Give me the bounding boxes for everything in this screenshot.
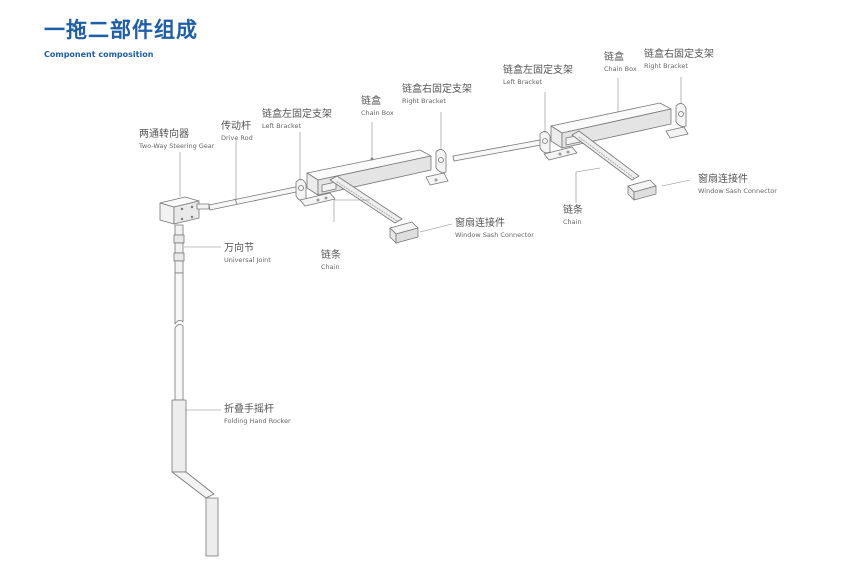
label-universal-joint-zh: 万向节 [224, 243, 254, 254]
label-chain-1: 链条 Chain [321, 251, 341, 271]
label-left-bracket-1-zh: 链盒左固定支架 [262, 109, 332, 120]
right-bracket-2 [665, 103, 689, 139]
chain-box-2 [550, 102, 672, 149]
folding-hand-rocker [171, 272, 219, 557]
label-chain-2-zh: 链条 [563, 205, 583, 216]
label-right-bracket-2: 链盒右固定支架 Right Bracket [644, 50, 714, 70]
label-sash-connector-1: 窗扇连接件 Window Sash Connector [455, 219, 534, 239]
label-drive-rod-en: Drive Rod [221, 134, 253, 142]
label-steering-gear-en: Two-Way Steering Gear [139, 142, 215, 150]
chain-1 [329, 175, 403, 224]
leader-lines [179, 77, 691, 411]
label-universal-joint: 万向节 Universal Joint [224, 244, 271, 264]
label-drive-rod: 传动杆 Drive Rod [221, 122, 253, 142]
drive-rod [208, 185, 302, 211]
label-chain-box-2-zh: 链盒 [604, 52, 624, 63]
label-steering-gear-zh: 两通转向器 [139, 129, 189, 140]
label-right-bracket-2-zh: 链盒右固定支架 [644, 49, 714, 60]
label-chain-box-1: 链盒 Chain Box [361, 97, 394, 117]
label-left-bracket-2-en: Left Bracket [503, 78, 543, 86]
label-chain-box-1-en: Chain Box [361, 109, 394, 117]
label-left-bracket-2: 链盒左固定支架 Left Bracket [503, 66, 573, 86]
label-right-bracket-1-en: Right Bracket [402, 97, 446, 105]
left-bracket-1 [295, 179, 336, 207]
label-sash-connector-2: 窗扇连接件 Window Sash Connector [698, 175, 777, 195]
label-left-bracket-1: 链盒左固定支架 Left Bracket [262, 110, 332, 130]
sash-connector-2 [627, 179, 657, 201]
page-subtitle: Component composition [44, 50, 154, 59]
label-chain-1-zh: 链条 [321, 250, 341, 261]
label-steering-gear: 两通转向器 Two-Way Steering Gear [139, 130, 214, 150]
label-chain-2-en: Chain [563, 218, 582, 226]
chain-2 [571, 130, 640, 181]
label-chain-box-1-zh: 链盒 [361, 96, 381, 107]
label-left-bracket-2-zh: 链盒左固定支架 [503, 65, 573, 76]
label-chain-box-2-en: Chain Box [604, 65, 637, 73]
drive-rod-2 [452, 139, 542, 162]
label-sash-connector-2-en: Window Sash Connector [698, 187, 777, 195]
label-sash-connector-1-zh: 窗扇连接件 [455, 218, 505, 229]
chain-box-1 [306, 149, 432, 196]
page-title: 一拖二部件组成 [44, 18, 198, 42]
universal-joint [173, 224, 185, 274]
label-left-bracket-1-en: Left Bracket [262, 122, 302, 130]
label-chain-1-en: Chain [321, 263, 340, 271]
label-hand-rocker-zh: 折叠手摇杆 [224, 404, 274, 415]
label-chain-2: 链条 Chain [563, 206, 583, 226]
label-hand-rocker: 折叠手摇杆 Folding Hand Rocker [224, 405, 291, 425]
label-drive-rod-zh: 传动杆 [221, 121, 251, 132]
label-sash-connector-2-zh: 窗扇连接件 [698, 174, 748, 185]
label-right-bracket-2-en: Right Bracket [644, 62, 688, 70]
steering-gear [159, 196, 210, 225]
label-right-bracket-1-zh: 链盒右固定支架 [402, 84, 472, 95]
label-right-bracket-1: 链盒右固定支架 Right Bracket [402, 85, 472, 105]
label-chain-box-2: 链盒 Chain Box [604, 53, 637, 73]
right-bracket-1 [425, 149, 449, 186]
left-bracket-2 [539, 131, 578, 161]
label-sash-connector-1-en: Window Sash Connector [455, 231, 534, 239]
label-hand-rocker-en: Folding Hand Rocker [224, 417, 291, 425]
label-universal-joint-en: Universal Joint [224, 256, 271, 264]
sash-connector-1 [389, 221, 419, 244]
